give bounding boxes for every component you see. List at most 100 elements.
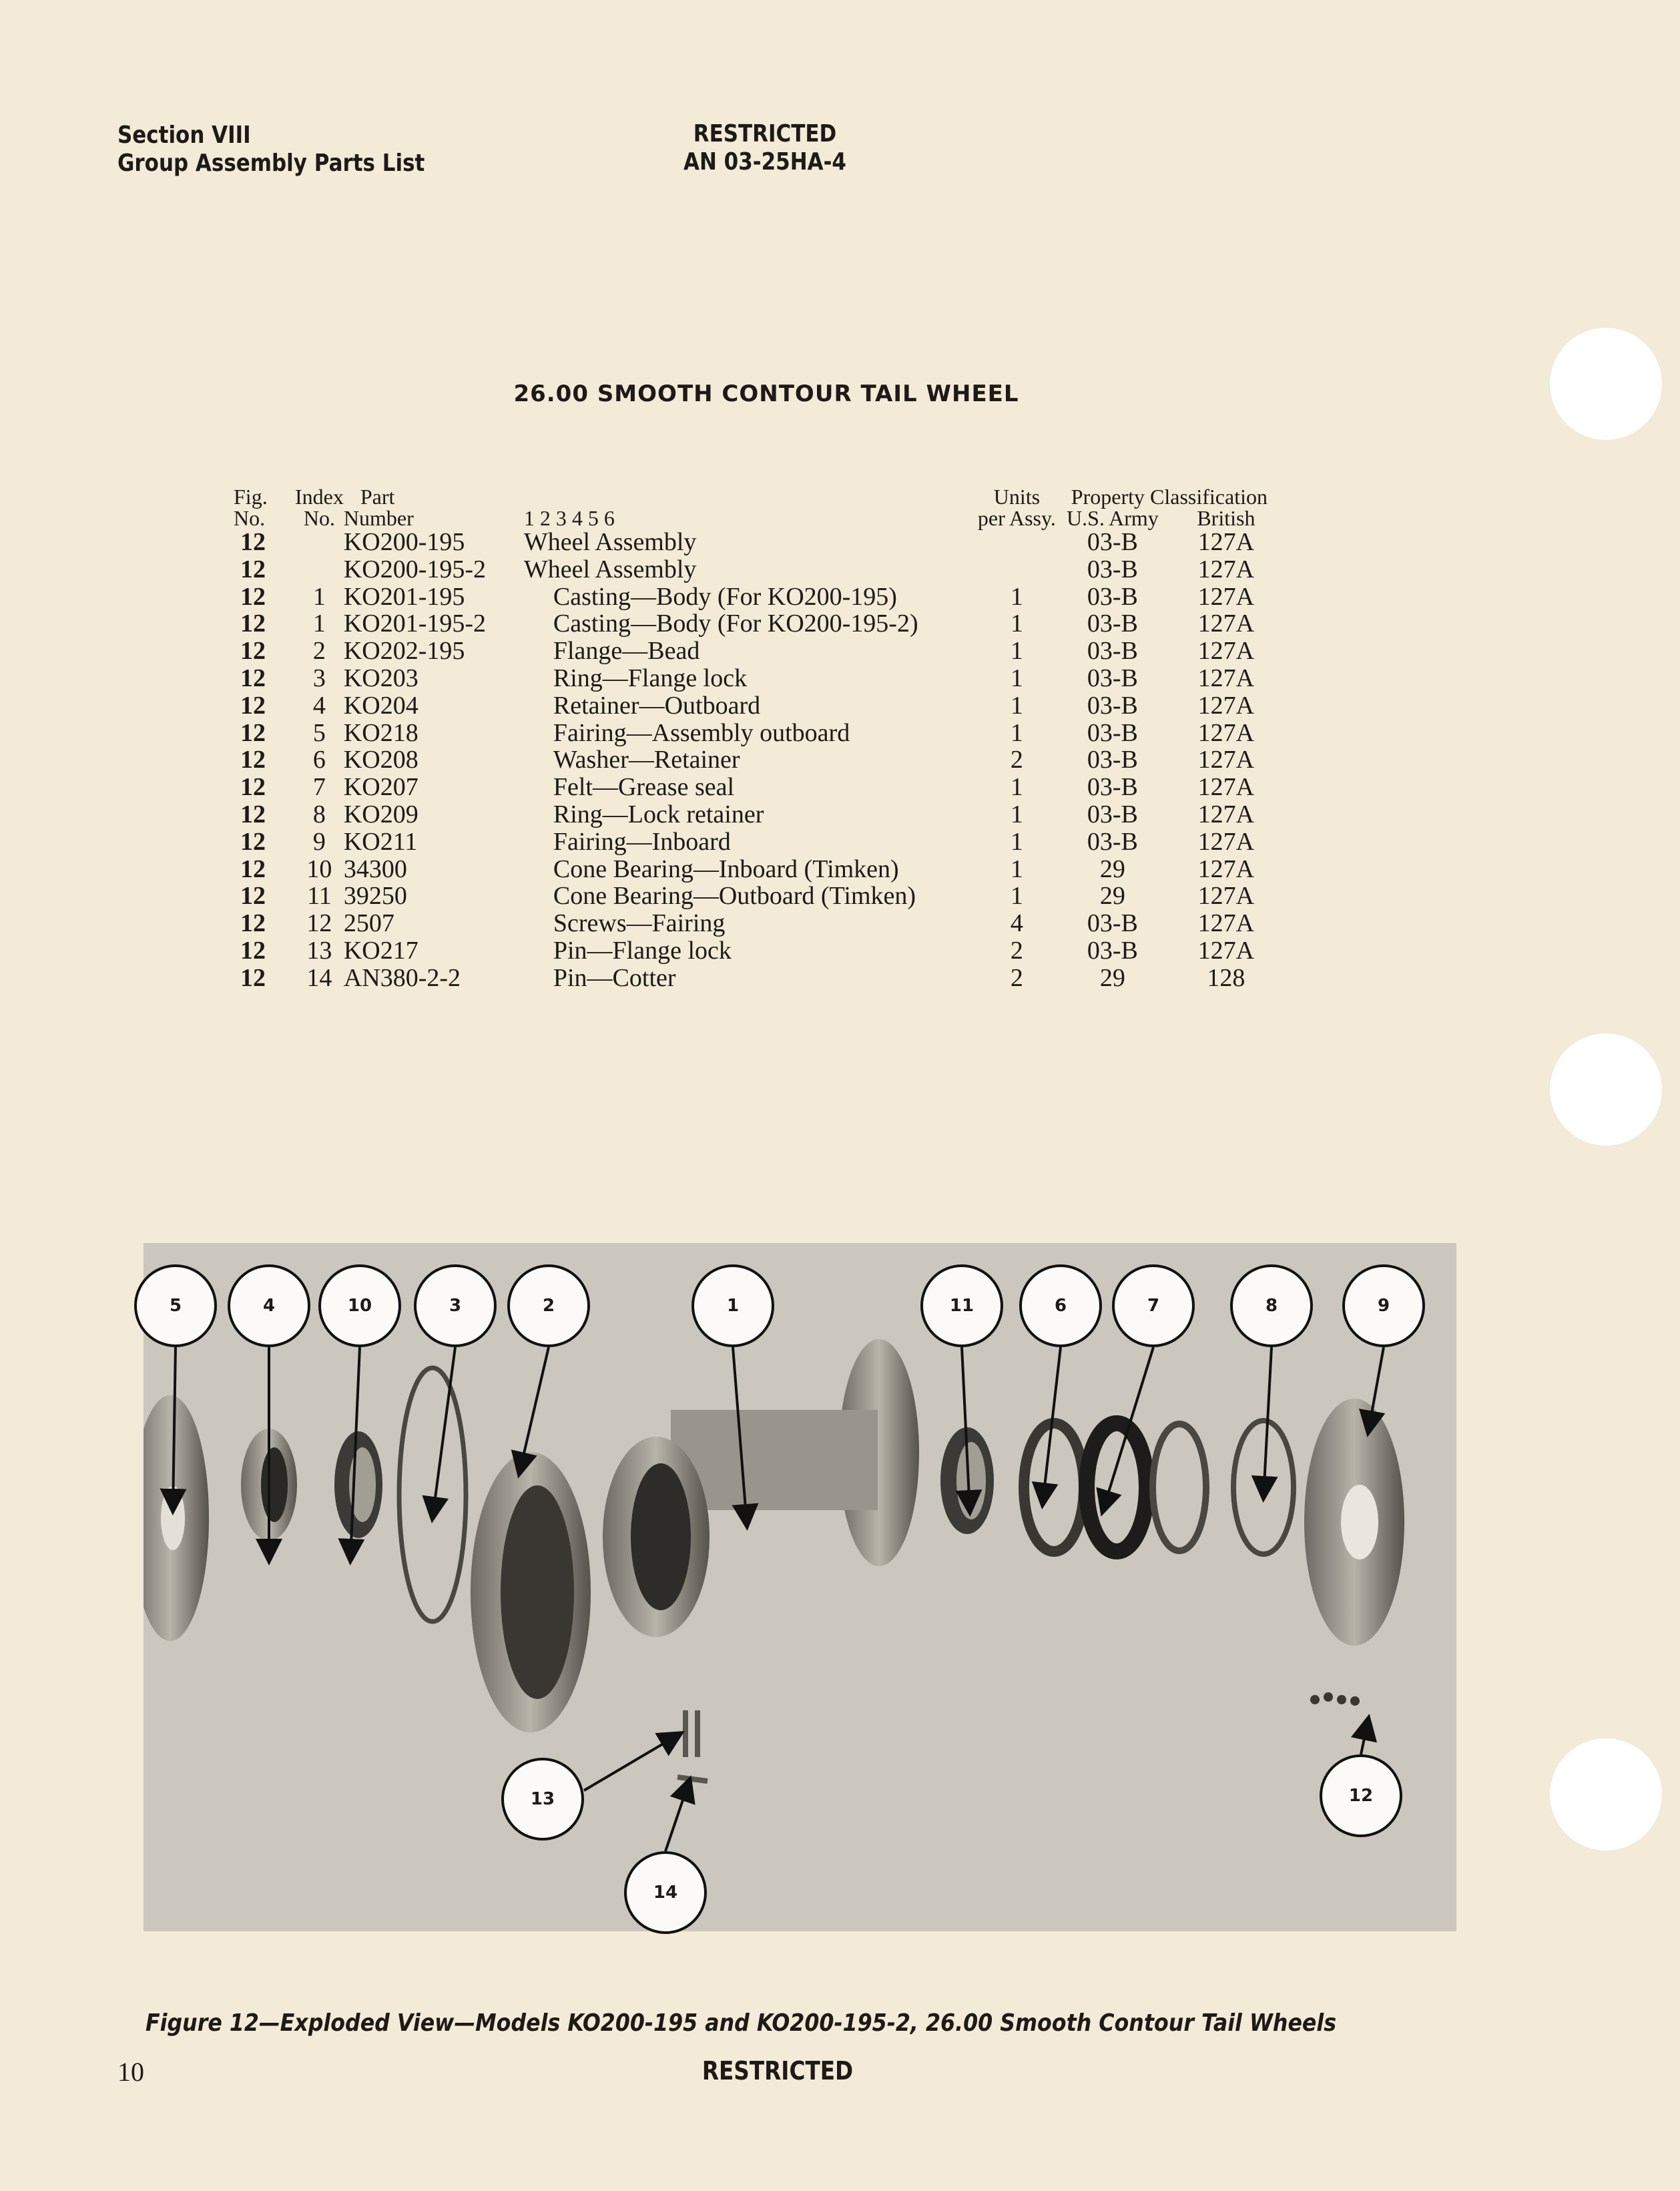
cell-fig: 12	[240, 610, 266, 638]
cell-army: 03-B	[1087, 827, 1138, 856]
part-9-fairing-inboard	[1304, 1399, 1404, 1646]
cell-index: 4	[312, 691, 326, 720]
cell-part: KO200-195-2	[343, 555, 487, 583]
cell-index: 3	[312, 664, 326, 692]
cell-index: 6	[312, 746, 326, 774]
cell-british: 127A	[1197, 637, 1255, 666]
cell-fig: 12	[240, 555, 266, 583]
callout-6: 6	[1019, 1264, 1102, 1347]
cell-index: 2	[312, 637, 326, 666]
figure-caption: Figure 12—Exploded View—Models KO200-195…	[146, 2009, 1337, 2037]
cell-army: 03-B	[1087, 800, 1138, 828]
callout-1: 1	[691, 1264, 774, 1347]
col-army: U.S. Army	[1066, 506, 1159, 530]
callout-12: 12	[1320, 1754, 1402, 1837]
cell-desc: Ring—Flange lock	[553, 664, 748, 692]
callout-4: 4	[228, 1264, 310, 1347]
cell-index: 1	[312, 582, 326, 611]
classification-bottom: RESTRICTED	[702, 2056, 854, 2086]
part-7-felt-seal	[1079, 1415, 1155, 1559]
cell-fig: 12	[240, 909, 266, 938]
cell-desc: Cone Bearing—Inboard (Timken)	[553, 855, 899, 883]
cell-army: 29	[1099, 855, 1125, 883]
callout-5: 5	[134, 1264, 217, 1347]
document-number: AN 03-25HA-4	[683, 148, 846, 176]
cell-part: KO217	[343, 936, 418, 965]
cell-part: KO218	[343, 718, 418, 747]
section-subtitle: Group Assembly Parts List	[117, 150, 425, 177]
cell-fig: 12	[240, 800, 266, 828]
cell-desc: Fairing—Assembly outboard	[553, 718, 850, 747]
cell-british: 127A	[1197, 664, 1255, 692]
part-6-washer	[1019, 1418, 1089, 1557]
exploded-view-figure: 5 4 10 3 2 1 11 6 7 8 9 13 14 12	[134, 1243, 1456, 1934]
callout-2: 2	[507, 1264, 590, 1347]
cell-desc: Pin—Cotter	[553, 963, 676, 992]
col-fig-2: No.	[234, 506, 266, 530]
cell-desc: Felt—Grease seal	[553, 773, 735, 802]
col-british: British	[1197, 506, 1255, 530]
cell-fig: 12	[240, 691, 266, 720]
cell-desc: Pin—Flange lock	[553, 936, 732, 965]
cell-desc: Ring—Lock retainer	[553, 800, 764, 828]
section-header: Section VIII Group Assembly Parts List	[117, 121, 425, 178]
cell-army: 03-B	[1087, 746, 1138, 774]
cell-units: 2	[1010, 746, 1023, 774]
part-12-screws	[1310, 1692, 1360, 1706]
cell-part: KO204	[343, 691, 418, 720]
exploded-view-drawing	[144, 1339, 1404, 1852]
punch-hole	[1550, 328, 1662, 440]
cell-desc: Washer—Retainer	[553, 746, 740, 774]
cell-desc: Screws—Fairing	[553, 909, 726, 938]
cell-index: 8	[312, 800, 326, 828]
cell-units: 2	[1010, 936, 1023, 965]
cell-index	[295, 529, 344, 556]
cell-fig: 12	[240, 528, 266, 556]
cell-units: 1	[1010, 800, 1023, 828]
cell-fig: 12	[240, 718, 266, 747]
callout-11: 11	[920, 1264, 1003, 1347]
part-8-lock-ring	[1149, 1421, 1209, 1554]
cell-army: 03-B	[1087, 610, 1138, 638]
part-5-fairing-outboard	[144, 1395, 209, 1641]
cell-british: 127A	[1197, 773, 1255, 802]
cell-units: 1	[1010, 882, 1023, 911]
cell-army: 29	[1099, 963, 1125, 992]
cell-army: 29	[1099, 882, 1125, 911]
cell-british: 127A	[1197, 909, 1255, 938]
cell-units: 1	[1010, 827, 1023, 856]
cell-fig: 12	[240, 936, 266, 965]
cell-fig: 12	[240, 855, 266, 883]
cell-british: 127A	[1197, 610, 1255, 638]
cell-army: 03-B	[1087, 637, 1138, 666]
part-10-cone-bearing	[334, 1431, 382, 1538]
cell-british: 127A	[1197, 718, 1255, 747]
cell-desc: Wheel Assembly	[523, 528, 697, 556]
cell-fig: 12	[240, 746, 266, 774]
cell-army: 03-B	[1087, 555, 1138, 583]
cell-index: 10	[306, 855, 332, 883]
callout-10: 10	[318, 1264, 401, 1347]
cell-british: 127A	[1197, 882, 1255, 911]
callout-9: 9	[1342, 1264, 1425, 1347]
cell-units: 1	[1010, 718, 1023, 747]
cell-desc: Casting—Body (For KO200-195)	[553, 582, 897, 611]
cell-fig: 12	[240, 882, 266, 911]
cell-army: 03-B	[1087, 773, 1138, 802]
cell-part: KO200-195	[343, 528, 465, 556]
cell-part: AN380-2-2	[343, 963, 461, 992]
page-number: 10	[117, 2057, 144, 2087]
cell-british: 127A	[1197, 746, 1255, 774]
cell-part: KO211	[343, 827, 418, 856]
cell-part: 2507	[343, 909, 394, 938]
cell-part: KO207	[343, 773, 418, 802]
cell-index: 7	[312, 773, 326, 802]
col-part-2: Number	[343, 506, 414, 530]
